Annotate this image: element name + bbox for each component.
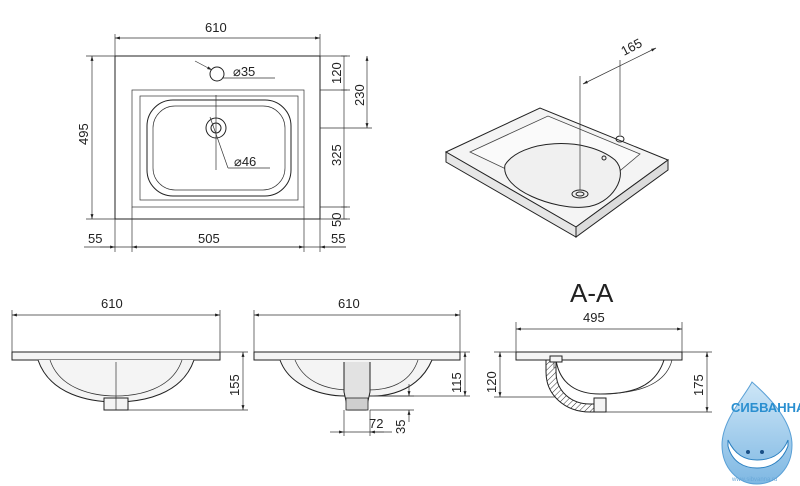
side-depth-label: 115 [449,372,464,393]
iso-dim-165-label: 165 [618,35,644,58]
dim-325-label: 325 [329,144,344,166]
front-width-label: 610 [101,296,123,311]
top-width-label: 610 [205,20,227,35]
side-rim [253,351,461,361]
section-dim-175-label: 175 [691,374,706,396]
section-drain [593,397,607,413]
drain-width-label: 72 [369,416,383,431]
top-bowl-inner-frame [139,95,299,201]
top-bowl-inner-outline [152,105,286,191]
inner-width-label: 505 [198,231,220,246]
iso-bowl [504,143,621,208]
dim-230-label: 230 [352,84,367,106]
section-bowl-curve [555,359,665,395]
section-title: A-A [570,278,614,308]
iso-tap-hole [615,135,625,143]
isometric-view: 165 [444,35,670,238]
water-drop-icon [721,381,793,485]
front-depth-label: 155 [227,374,242,396]
top-height-label: 495 [76,123,91,145]
sibvanna-logo: СИБВАННА www.sibvanna.ru [721,381,800,485]
section-rim [515,351,683,361]
iso-overflow [601,155,607,161]
section-width-label: 495 [583,310,605,325]
left-margin-label: 55 [88,231,102,246]
drain-height-label: 35 [393,420,408,434]
front-view: 610 155 [11,296,248,411]
top-view: ⌀35 ⌀46 610 495 120 230 325 50 [76,20,372,252]
section-dim-120-label: 120 [484,371,499,393]
section-view: A-A 495 120 175 [484,278,712,413]
top-bowl-frame [131,89,305,208]
dim-50-label: 50 [329,213,344,227]
side-width-label: 610 [338,296,360,311]
logo-name: СИБВАННА [731,400,800,415]
top-bowl-outline [146,99,292,197]
top-outer-outline [114,55,321,220]
tap-hole [209,66,225,82]
drain-label: ⌀46 [234,154,256,169]
right-margin-label: 55 [331,231,345,246]
iso-side-edge [575,159,669,238]
tap-hole-label: ⌀35 [233,64,255,79]
front-rim [11,351,221,361]
bathtub-icon [727,439,789,469]
side-view: 610 115 72 35 [253,296,470,436]
logo-site: www.sibvanna.ru [731,477,777,483]
dim-120-label: 120 [329,62,344,84]
